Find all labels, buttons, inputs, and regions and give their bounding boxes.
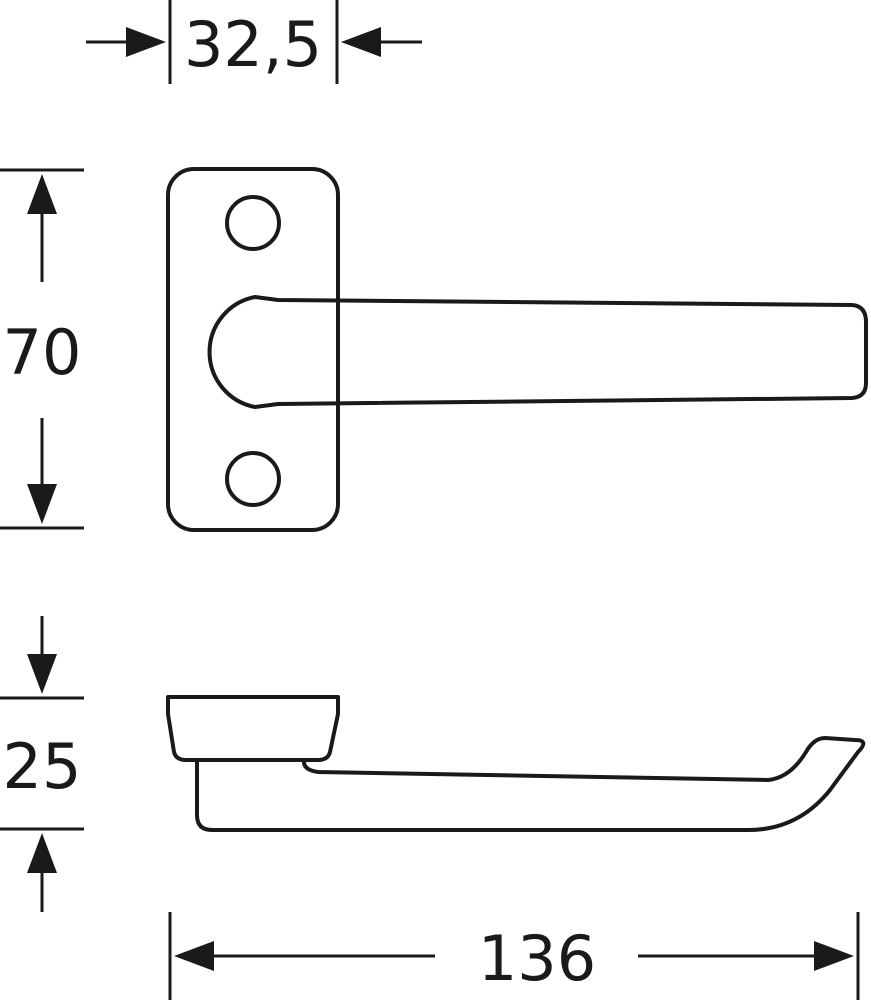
lever-front: [207, 295, 868, 409]
dim-projection: 25: [0, 616, 84, 912]
dim-lever-length-label: 136: [478, 922, 596, 995]
front-view: [166, 167, 868, 532]
side-view: [166, 695, 866, 832]
dim-plate-width-label: 32,5: [184, 8, 322, 81]
rose-side: [166, 695, 340, 762]
dim-plate-height: 70: [0, 168, 84, 530]
dim-plate-width: 32,5: [86, 0, 422, 84]
dim-lever-length: 136: [168, 912, 860, 1000]
dim-plate-height-label: 70: [3, 316, 82, 389]
lever-side: [195, 736, 866, 832]
dim-projection-label: 25: [3, 730, 82, 803]
screw-hole-top: [225, 195, 281, 251]
screw-hole-bottom: [225, 451, 281, 507]
rose-plate: [166, 167, 340, 532]
